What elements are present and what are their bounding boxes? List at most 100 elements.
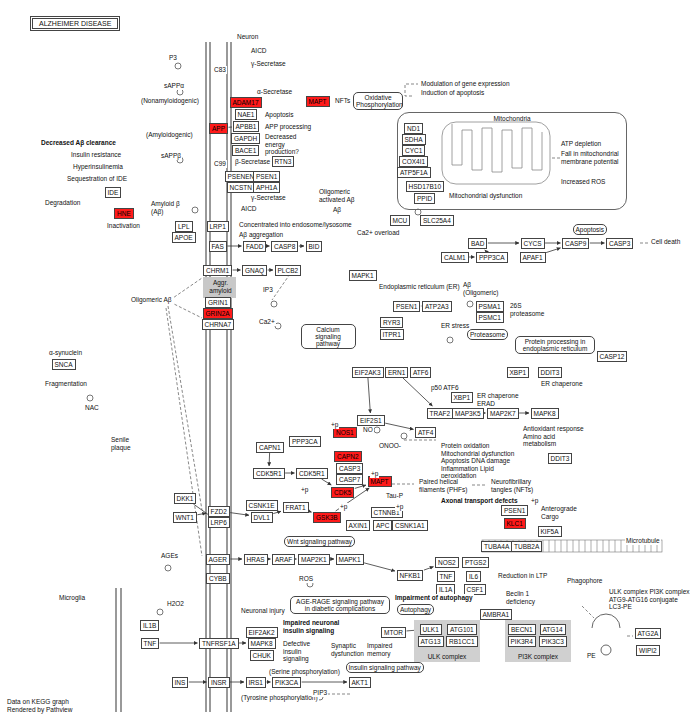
annotation-text: β-Secretase xyxy=(234,158,271,166)
node-label: EIF2AK2 xyxy=(249,629,275,636)
gene-box: CASP8 xyxy=(271,241,298,252)
annotation-text: AGEs xyxy=(160,552,179,560)
gene-box: RB1CC1 xyxy=(446,636,478,647)
node-label: PSMC1 xyxy=(479,314,501,321)
connector xyxy=(230,682,244,683)
node-label: GRIN2A xyxy=(206,310,230,317)
connector xyxy=(309,511,311,513)
node-label: GSK3B xyxy=(316,514,338,521)
annotation-text: Ca2+ xyxy=(258,318,276,326)
annotation-text: C83 xyxy=(213,66,227,74)
node-label: NOS2 xyxy=(438,559,456,566)
gene-box: AKT1 xyxy=(349,677,371,688)
node-label: ADAM17 xyxy=(233,99,259,106)
connector xyxy=(285,473,294,474)
mitochondrion-cristae xyxy=(442,122,550,184)
annotation-text: PE xyxy=(586,652,597,660)
gene-box: CDK5R1 xyxy=(253,468,285,479)
annotation-text: Neurofibrillary tangles (NFTs) xyxy=(490,478,550,493)
gene-box: IRS1 xyxy=(246,677,266,688)
connector xyxy=(227,246,241,247)
annotation-text: α-Secretase xyxy=(256,88,293,96)
node-label: AKT1 xyxy=(352,679,368,686)
connector xyxy=(485,250,486,251)
annotation-text: IP3 xyxy=(262,286,274,294)
annotation-text: (Tyrosine phosphorylation) xyxy=(240,694,319,702)
annotation-text: 26S proteasome xyxy=(509,302,543,317)
gene-box: TUBB2A xyxy=(511,541,542,552)
node-label: TNF xyxy=(440,573,453,580)
node-label: MAPT xyxy=(371,478,389,485)
gene-box: MAPK8 xyxy=(248,638,276,649)
node-label: XBP1 xyxy=(510,369,527,376)
node-label: CDK5 xyxy=(334,489,351,496)
phosphorylation-mark: +p xyxy=(530,497,539,505)
annotation-text: Microtubule xyxy=(625,537,661,545)
gene-box: ATG2A xyxy=(635,628,662,639)
annotation-text: Oligomeric Aβ xyxy=(130,296,173,304)
gene-box: APOE xyxy=(172,232,196,243)
annotation-text: AICD xyxy=(240,205,258,213)
annotation-text: γ-Secretase xyxy=(250,194,287,202)
node-label: DDIT3 xyxy=(551,455,570,462)
node-label: WNT1 xyxy=(176,514,194,521)
gene-box: DVL1 xyxy=(251,512,273,523)
node-label: CSNK1A1 xyxy=(395,522,425,529)
gene-box: LRP1 xyxy=(207,221,229,232)
node-label: DVL1 xyxy=(254,514,270,521)
gene-box: SDHA xyxy=(402,134,426,145)
annotation-text: NAC xyxy=(84,404,100,412)
node-label: MAPT xyxy=(309,98,327,105)
gene-box: DDIT3 xyxy=(538,367,563,378)
annotation-text: Increased ROS xyxy=(560,178,606,186)
annotation-text: P3 xyxy=(168,54,178,62)
node-label: ULK1 xyxy=(423,626,439,633)
node-label: PPP3CA xyxy=(292,438,318,445)
annotation-text: Antioxidant response Amino acid metaboli… xyxy=(522,425,586,448)
connector xyxy=(506,620,509,622)
connector xyxy=(266,682,270,683)
node-label: PSMA1 xyxy=(479,303,501,310)
node-label: KLC1 xyxy=(507,520,523,527)
gene-box-highlighted: MAPT xyxy=(306,96,330,107)
annotation-text: (Nonamyloidogenic) xyxy=(140,97,200,105)
gene-box: AXIN1 xyxy=(346,520,371,531)
annotation-text: Senile plaque xyxy=(110,436,140,451)
node-label: PSEN1 xyxy=(256,173,277,180)
connector xyxy=(233,270,241,271)
gene-box: MTOR xyxy=(381,627,406,638)
phagophore-shapes xyxy=(592,614,620,655)
node-label: FRAT1 xyxy=(286,504,306,511)
connector xyxy=(420,306,422,307)
node-label: ATF6 xyxy=(413,369,428,376)
node-label: GRIN1 xyxy=(208,299,228,306)
annotation-text: Amyloid β (Aβ) xyxy=(150,200,188,215)
gene-box: XBP1 xyxy=(451,392,474,403)
gene-box: ARAF xyxy=(272,554,295,565)
gene-box: PPP3CA xyxy=(476,252,508,263)
node-label: CHRM1 xyxy=(206,267,229,274)
phosphorylation-mark: +p xyxy=(370,470,379,478)
node-label: PPP3CA xyxy=(479,254,505,261)
node-label: GNAQ xyxy=(245,267,264,274)
phosphorylation-mark: +p xyxy=(330,421,339,429)
annotation-text: H2O2 xyxy=(166,600,185,608)
node-label: LPL xyxy=(178,223,190,230)
gene-box: PSEN1 xyxy=(253,171,280,182)
node-label: APP xyxy=(212,125,225,132)
annotation-text: Reduction in LTP xyxy=(497,572,548,580)
node-label: AGER xyxy=(209,556,227,563)
node-label: AXIN1 xyxy=(349,522,368,529)
gene-box-highlighted: NOS1 xyxy=(333,427,357,438)
pathway-link-box: Calcium signaling pathway xyxy=(301,324,356,349)
node-label: Wnt signaling pathway xyxy=(287,538,352,545)
node-label: PIK3CA xyxy=(275,679,298,686)
annotation-text: Protein oxidation Mitochondrial dysfunct… xyxy=(440,442,522,480)
gene-box: BECN1 xyxy=(508,624,536,635)
node-label: Apoptosis xyxy=(576,226,605,233)
gene-box: WNT1 xyxy=(173,512,197,523)
annotation-text: Phagophore xyxy=(566,577,603,585)
node-label: MAPK8 xyxy=(534,410,556,417)
gene-box: IL6 xyxy=(466,571,481,582)
node-label: ATG101 xyxy=(450,626,474,633)
